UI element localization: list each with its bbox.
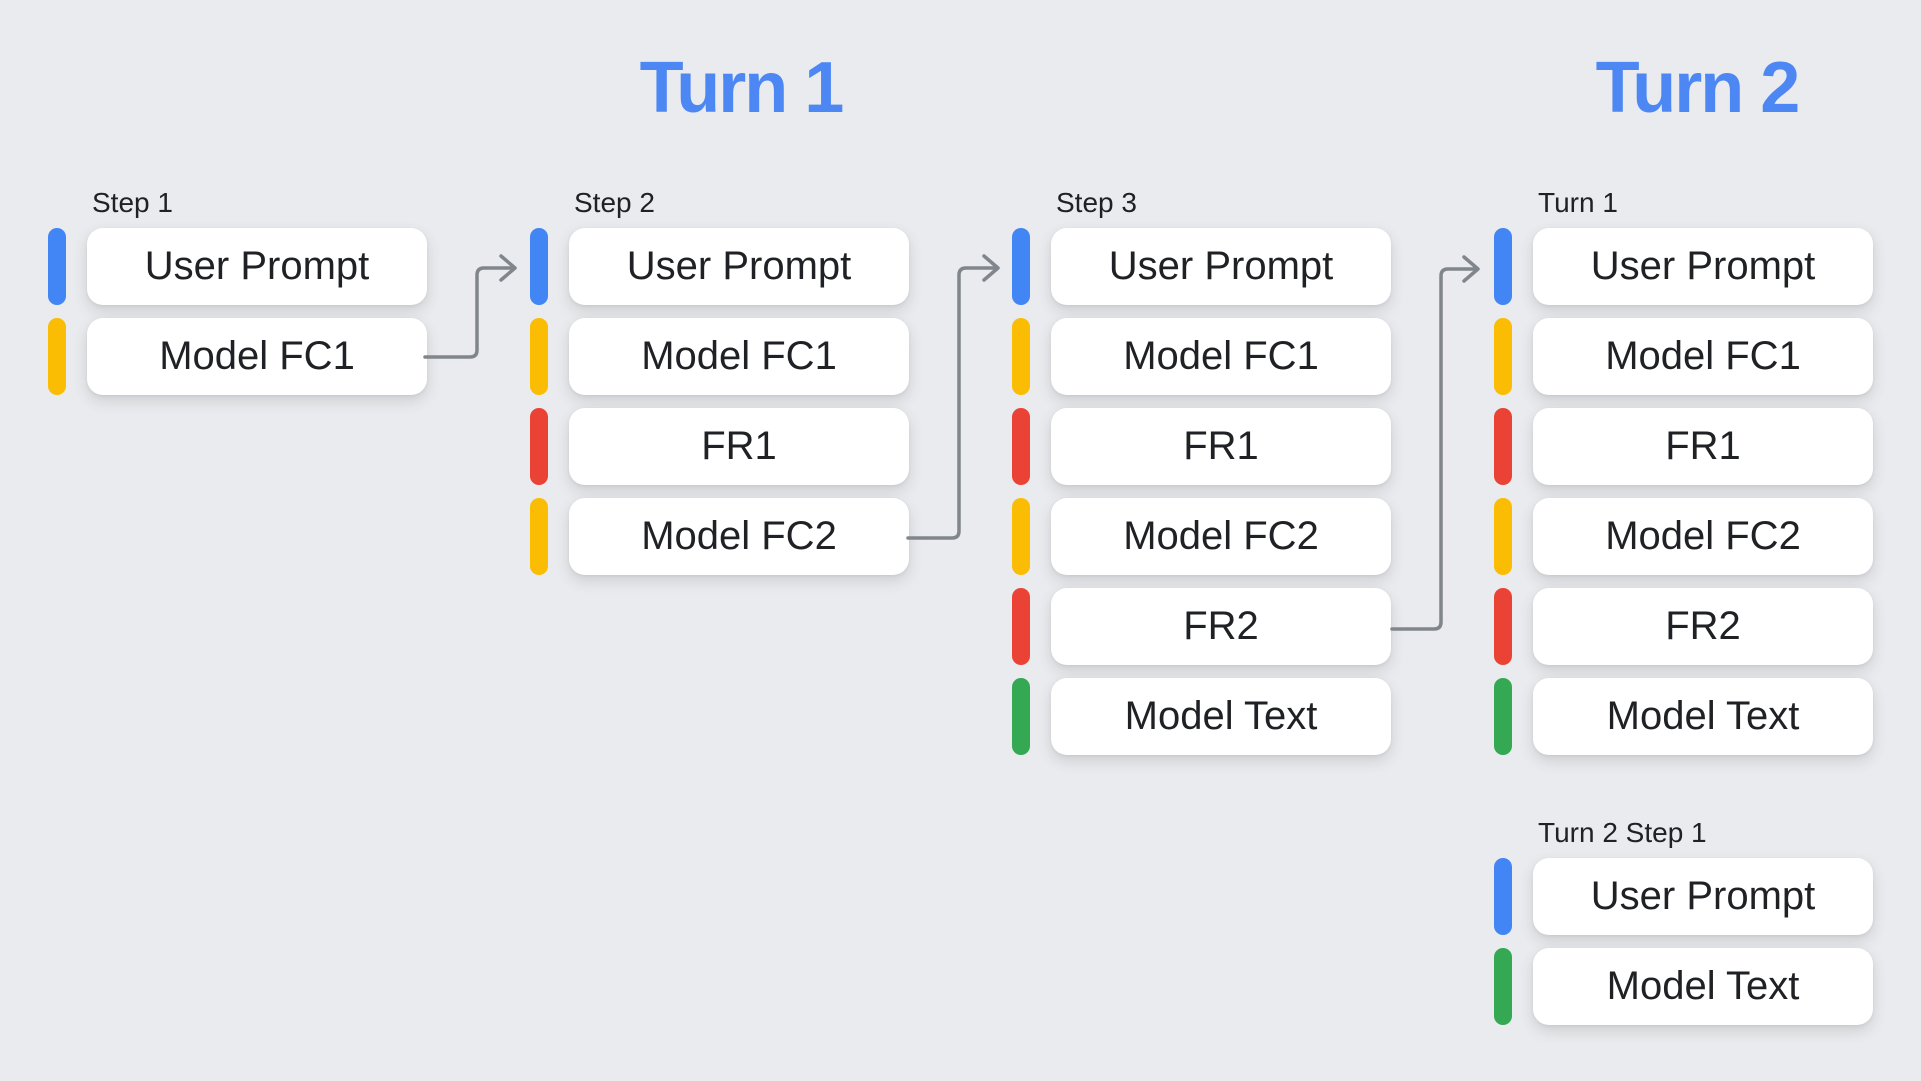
segment-row: FR2: [1494, 588, 1873, 665]
segment-color-bar: [1494, 948, 1512, 1025]
group-label: Step 2: [574, 187, 655, 218]
segment-color-bar: [1012, 228, 1030, 305]
segment-box: Model FC1: [1533, 318, 1873, 395]
arrow-step3-to-turn1-head: [1462, 255, 1480, 283]
segment-row: FR1: [1012, 408, 1391, 485]
segment-row: Model FC1: [48, 318, 427, 395]
segment-color-bar: [1494, 588, 1512, 665]
segment-row: Model Text: [1494, 948, 1873, 1025]
segment-color-bar: [1012, 318, 1030, 395]
group-turn-1-context: Turn 1 User Prompt Model FC1 FR1 Model F…: [1494, 186, 1873, 768]
segment-row: FR1: [530, 408, 909, 485]
segment-color-bar: [530, 318, 548, 395]
segment-row: User Prompt: [48, 228, 427, 305]
segment-box: User Prompt: [1051, 228, 1391, 305]
segment-box: Model FC2: [1051, 498, 1391, 575]
segment-color-bar: [1494, 228, 1512, 305]
segment-color-bar: [530, 408, 548, 485]
segment-color-bar: [530, 228, 548, 305]
segment-color-bar: [530, 498, 548, 575]
group-step-3: Step 3 User Prompt Model FC1 FR1 Model F…: [1012, 186, 1391, 768]
segment-color-bar: [1494, 678, 1512, 755]
segment-box: Model FC1: [87, 318, 427, 395]
arrow-step2-to-step3: [906, 266, 999, 540]
segment-row: User Prompt: [1494, 858, 1873, 935]
segment-box: FR2: [1533, 588, 1873, 665]
arrow-step1-to-step2-head: [499, 254, 517, 282]
segment-box: Model Text: [1533, 948, 1873, 1025]
segment-box: User Prompt: [569, 228, 909, 305]
segment-row: Model Text: [1494, 678, 1873, 755]
group-step-1: Step 1 User Prompt Model FC1: [48, 186, 427, 408]
segment-row: FR2: [1012, 588, 1391, 665]
segment-row: Model FC2: [1494, 498, 1873, 575]
segment-box: FR1: [569, 408, 909, 485]
segment-row: Model FC1: [1012, 318, 1391, 395]
segment-row: Model FC1: [530, 318, 909, 395]
segment-color-bar: [1494, 318, 1512, 395]
segment-box: Model Text: [1533, 678, 1873, 755]
segment-box: User Prompt: [1533, 228, 1873, 305]
segment-row: User Prompt: [530, 228, 909, 305]
segment-box: Model Text: [1051, 678, 1391, 755]
segment-box: Model FC2: [1533, 498, 1873, 575]
turn-2-title: Turn 2: [1595, 48, 1801, 128]
group-step-2: Step 2 User Prompt Model FC1 FR1 Model F…: [530, 186, 909, 588]
segment-box: User Prompt: [87, 228, 427, 305]
arrow-step1-to-step2: [423, 266, 516, 359]
segment-color-bar: [48, 318, 66, 395]
segment-row: Model FC2: [1012, 498, 1391, 575]
group-label: Step 1: [92, 187, 173, 218]
segment-color-bar: [1494, 408, 1512, 485]
segment-box: Model FC1: [1051, 318, 1391, 395]
group-label: Turn 1: [1538, 187, 1618, 218]
turn-1-title: Turn 1: [639, 48, 845, 128]
group-label: Step 3: [1056, 187, 1137, 218]
segment-row: User Prompt: [1012, 228, 1391, 305]
segment-row: Model FC2: [530, 498, 909, 575]
group-turn-2-step-1: Turn 2 Step 1 User Prompt Model Text: [1494, 816, 1873, 1038]
segment-color-bar: [1012, 408, 1030, 485]
segment-box: Model FC2: [569, 498, 909, 575]
segment-box: User Prompt: [1533, 858, 1873, 935]
segment-row: User Prompt: [1494, 228, 1873, 305]
segment-color-bar: [48, 228, 66, 305]
arrow-step3-to-turn1: [1390, 267, 1479, 631]
segment-row: Model Text: [1012, 678, 1391, 755]
segment-color-bar: [1012, 588, 1030, 665]
segment-color-bar: [1494, 498, 1512, 575]
segment-box: FR1: [1051, 408, 1391, 485]
segment-row: FR1: [1494, 408, 1873, 485]
segment-color-bar: [1494, 858, 1512, 935]
segment-color-bar: [1012, 498, 1030, 575]
group-label: Turn 2 Step 1: [1538, 817, 1707, 848]
segment-color-bar: [1012, 678, 1030, 755]
segment-box: FR2: [1051, 588, 1391, 665]
segment-row: Model FC1: [1494, 318, 1873, 395]
arrow-step2-to-step3-head: [982, 254, 1000, 282]
segment-box: FR1: [1533, 408, 1873, 485]
segment-box: Model FC1: [569, 318, 909, 395]
